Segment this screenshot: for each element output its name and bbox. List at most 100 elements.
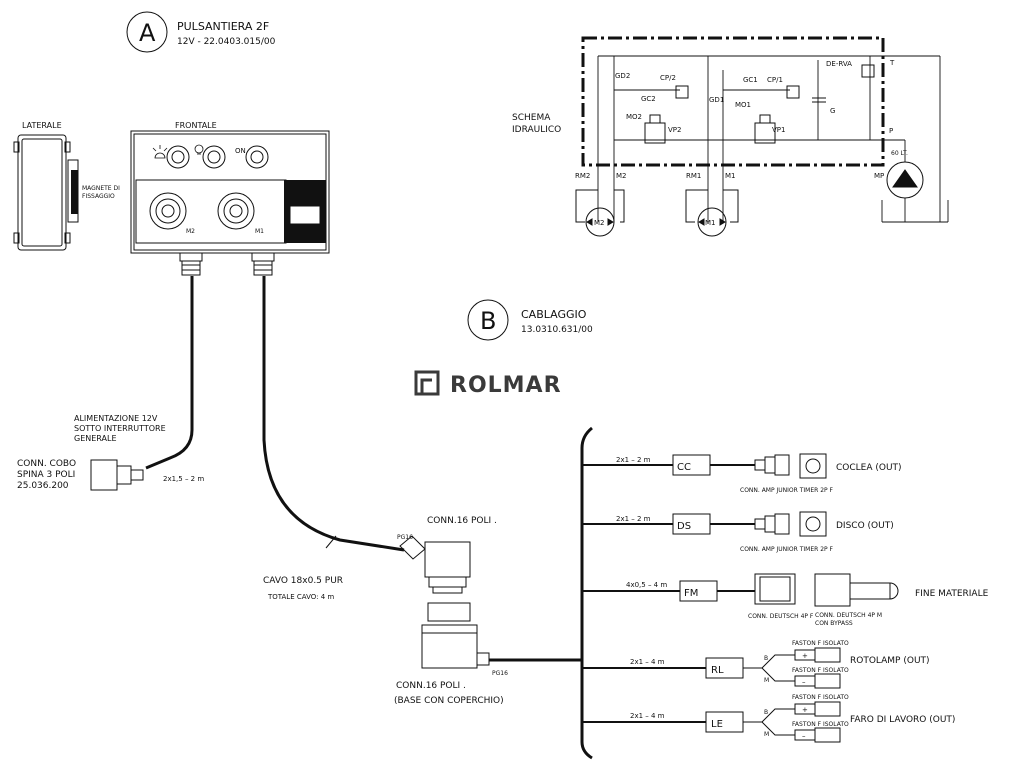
main-cable	[262, 276, 405, 552]
rolmar-logo-text: ROLMAR	[450, 373, 562, 398]
hyd-p: P	[889, 127, 893, 135]
pg16-top-label: PG16	[397, 534, 413, 541]
section-a-subtitle: 12V - 22.0403.015/00	[177, 37, 276, 47]
lateral-label: LATERALE	[22, 121, 62, 130]
hyd-mp: MP	[874, 172, 884, 180]
section-a-letter: A	[139, 19, 156, 47]
branch-le-wire-b: B	[764, 709, 768, 716]
hyd-lt: 60 LT.	[891, 150, 908, 157]
hyd-gc2: GC2	[641, 95, 656, 103]
branch-ds	[582, 511, 827, 537]
lamp-icon	[152, 145, 168, 159]
lateral-box	[13, 134, 79, 251]
branch-cc-connector: CONN. AMP JUNIOR TIMER 2P F	[740, 487, 834, 494]
hyd-gc1: GC1	[743, 76, 758, 84]
branch-le-spec: 2x1 – 4 m	[630, 712, 665, 720]
branch-fm-code: FM	[684, 588, 698, 599]
section-b-letter: B	[480, 307, 496, 335]
hyd-de-rva: DE-RVA	[826, 60, 852, 68]
conn16-bottom-label-1: CONN.16 POLI .	[396, 681, 466, 691]
top-buttons	[166, 145, 269, 169]
harness-trunk	[580, 426, 593, 760]
on-label: ON	[235, 147, 246, 155]
knob-m2-label: M2	[186, 228, 195, 235]
warning-sticker	[289, 205, 321, 225]
branch-cc	[582, 453, 827, 479]
section-b-subtitle: 13.0310.631/00	[521, 325, 593, 335]
branch-rl-wire-m: M	[764, 677, 769, 684]
section-a-title: PULSANTIERA 2F	[177, 20, 269, 33]
branch-fm-connector: CONN. DEUTSCH 4P F	[748, 613, 814, 620]
branch-rl-wire-b: B	[764, 655, 768, 662]
branch-rl-minus: –	[802, 678, 806, 686]
valve-vp2	[644, 85, 689, 144]
pump	[886, 161, 924, 199]
conn16-top-label: CONN.16 POLI .	[427, 516, 497, 526]
magnet-label-1: MAGNETE DI	[82, 185, 120, 192]
branch-le-faston-1: FASTON F ISOLATO	[792, 694, 849, 701]
bulb-icon	[194, 144, 204, 155]
conn16-base	[421, 602, 490, 669]
rolmar-logo-icon	[414, 370, 440, 396]
knob-m2	[149, 192, 187, 230]
branch-rl-faston-2: FASTON F ISOLATO	[792, 667, 849, 674]
hyd-t: T	[889, 59, 895, 67]
hyd-m2: M2	[616, 172, 627, 180]
valve-vp1	[754, 85, 800, 144]
pg16-bottom-label: PG16	[492, 670, 508, 677]
branch-rl	[582, 647, 841, 689]
branch-fm-spec: 4x0,5 – 4 m	[626, 581, 667, 589]
display-panel-border	[284, 180, 287, 243]
motor-m1	[685, 189, 739, 237]
power-cable-spec: 2x1,5 – 2 m	[163, 475, 204, 483]
branch-rl-plus: +	[802, 652, 808, 660]
branch-le-plus: +	[802, 706, 808, 714]
cable-marker	[325, 535, 337, 549]
branch-fm	[582, 573, 899, 607]
hydraulic-title-1: SCHEMA	[512, 113, 551, 123]
section-b-title: CABLAGGIO	[521, 308, 587, 321]
hyd-rm2: RM2	[575, 172, 590, 180]
frontal-label: FRONTALE	[175, 121, 217, 130]
hyd-rm1: RM1	[686, 172, 701, 180]
cable-label: CAVO 18x0.5 PUR	[263, 576, 343, 586]
hyd-cp2: CP/2	[660, 74, 676, 82]
valve-de-rva	[861, 64, 875, 78]
section-b-circle	[467, 299, 509, 341]
branch-le	[582, 701, 841, 743]
branch-le-faston-2: FASTON F ISOLATO	[792, 721, 849, 728]
branch-fm-connector2-2: CON BYPASS	[815, 620, 853, 627]
hyd-vp2: VP2	[668, 126, 681, 134]
hydraulic-title-2: IDRAULICO	[512, 125, 561, 135]
magnet-label-2: FISSAGGIO	[82, 193, 115, 200]
motor-m2	[575, 189, 625, 237]
branch-ds-code: DS	[677, 521, 691, 532]
cable-gland-1	[179, 252, 203, 276]
motor-m1-label: M1	[705, 219, 716, 227]
branch-ds-output: DISCO (OUT)	[836, 521, 894, 531]
total-cable-label: TOTALE CAVO: 4 m	[267, 593, 334, 601]
magnet	[71, 170, 78, 214]
branch-fm-output: FINE MATERIALE	[915, 589, 989, 599]
branch-le-wire-m: M	[764, 731, 769, 738]
branch-le-code: LE	[711, 719, 723, 730]
accumulator-g	[812, 97, 826, 103]
branch-cc-output: COCLEA (OUT)	[836, 463, 902, 473]
cobo-connector	[90, 459, 144, 491]
hyd-gd1: GD1	[709, 96, 724, 104]
cable-gland-2	[251, 252, 275, 276]
power-label-1: ALIMENTAZIONE 12V	[74, 414, 158, 423]
branch-rl-code: RL	[711, 665, 724, 676]
hyd-m1: M1	[725, 172, 736, 180]
conn16-top	[399, 535, 471, 594]
branch-ds-spec: 2x1 – 2 m	[616, 515, 651, 523]
hyd-mo2: MO2	[626, 113, 642, 121]
branch-le-minus: –	[802, 732, 806, 740]
hyd-cp1: CP/1	[767, 76, 783, 84]
conn16-bottom-label-2: (BASE CON COPERCHIO)	[394, 696, 504, 706]
branch-fm-connector2-1: CONN. DEUTSCH 4P M	[815, 612, 882, 619]
hydraulic-lines	[597, 55, 949, 223]
power-label-2: SOTTO INTERRUTTORE	[74, 424, 166, 433]
branch-rl-faston-1: FASTON F ISOLATO	[792, 640, 849, 647]
power-label-3: GENERALE	[74, 434, 117, 443]
